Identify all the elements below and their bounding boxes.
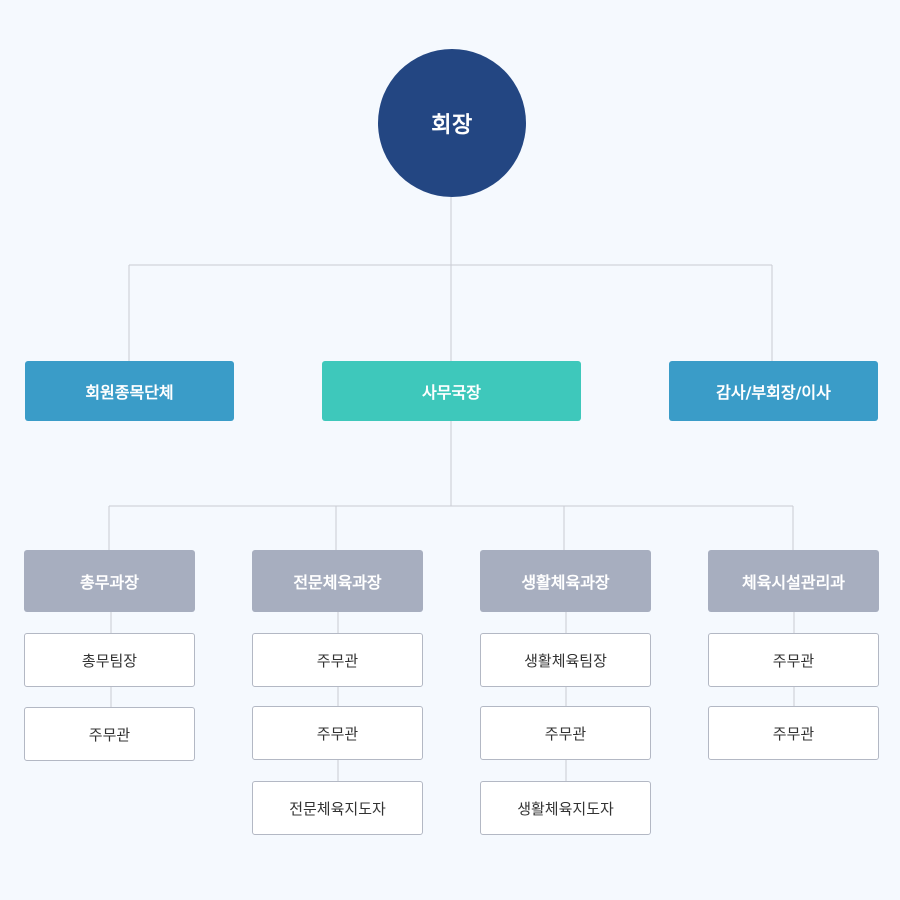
- staff-label: 주무관: [316, 651, 359, 670]
- staff-box: 주무관: [252, 706, 423, 760]
- staff-box: 생활체육팀장: [480, 633, 651, 687]
- member-organizations-node: 회원종목단체: [25, 361, 234, 421]
- department-label: 체육시설관리과: [741, 573, 846, 592]
- staff-box: 전문체육지도자: [252, 781, 423, 835]
- staff-label: 주무관: [88, 725, 131, 744]
- staff-label: 주무관: [316, 724, 359, 743]
- staff-label: 생활체육지도자: [517, 799, 614, 818]
- secretary-general-node: 사무국장: [322, 361, 581, 421]
- staff-box: 총무팀장: [24, 633, 195, 687]
- department-facilities: 체육시설관리과: [708, 550, 879, 612]
- auditors-directors-label: 감사/부회장/이사: [716, 383, 831, 402]
- staff-label: 총무팀장: [81, 651, 138, 670]
- department-label: 전문체육과장: [293, 573, 382, 592]
- staff-label: 주무관: [772, 724, 815, 743]
- staff-box: 주무관: [252, 633, 423, 687]
- staff-label: 전문체육지도자: [289, 799, 386, 818]
- chairman-node: 회장: [378, 49, 526, 197]
- staff-box: 주무관: [708, 706, 879, 760]
- staff-label: 생활체육팀장: [524, 651, 607, 670]
- department-elite-sports: 전문체육과장: [252, 550, 423, 612]
- department-label: 생활체육과장: [521, 573, 610, 592]
- department-community-sports: 생활체육과장: [480, 550, 651, 612]
- chairman-label: 회장: [431, 113, 473, 138]
- member-organizations-label: 회원종목단체: [85, 383, 174, 402]
- secretary-general-label: 사무국장: [422, 383, 481, 402]
- staff-label: 주무관: [544, 724, 587, 743]
- department-label: 총무과장: [80, 573, 139, 592]
- staff-box: 주무관: [480, 706, 651, 760]
- staff-box: 주무관: [24, 707, 195, 761]
- department-general-affairs: 총무과장: [24, 550, 195, 612]
- staff-box: 생활체육지도자: [480, 781, 651, 835]
- auditors-directors-node: 감사/부회장/이사: [669, 361, 878, 421]
- staff-box: 주무관: [708, 633, 879, 687]
- staff-label: 주무관: [772, 651, 815, 670]
